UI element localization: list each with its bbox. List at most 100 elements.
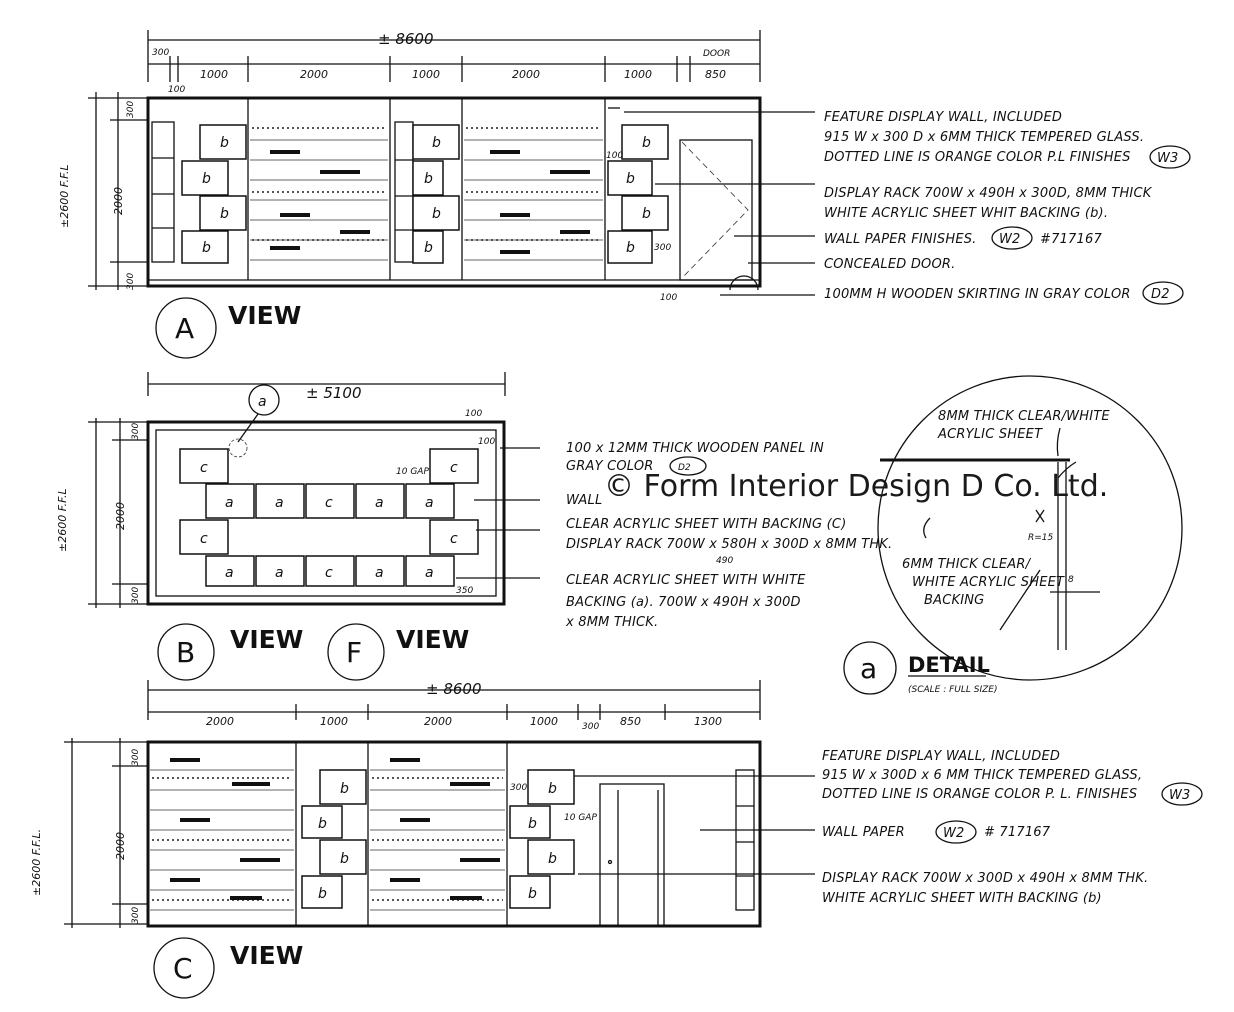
view-c-vdim-1: 2000 [114, 832, 127, 860]
view-b-vdim-0: 300 [131, 423, 141, 440]
view-c-rack-label: b [318, 816, 327, 832]
view-b-word: VIEW [230, 625, 303, 654]
view-a-dim-6: 1000 [624, 68, 652, 81]
view-b-vdim-2: 300 [131, 587, 141, 604]
view-c-rack [319, 839, 367, 875]
view-a-dim-2: 1000 [200, 68, 228, 81]
view-c-dim-6: 1300 [694, 715, 722, 728]
view-c-dim-4: 300 [582, 722, 599, 732]
detail-thickness: 8 [1068, 575, 1074, 585]
view-a-note: WHITE ACRYLIC SHEET WHIT BACKING (b). [824, 206, 1108, 221]
view-b-rack-label: a [225, 565, 234, 581]
view-a-rack [199, 124, 247, 160]
view-b-rack-label: c [200, 531, 208, 547]
view-b-rack-label: a [275, 565, 284, 581]
view-b-elevation: ± 5100 a ±2600 F.F.L 300 2000 300 c c a … [56, 372, 892, 681]
view-a-dim-4: 1000 [412, 68, 440, 81]
view-a-dim-3: 2000 [300, 68, 328, 81]
view-c-dim-1: 1000 [320, 715, 348, 728]
detail-scale: (SCALE : FULL SIZE) [908, 685, 998, 695]
view-b-rack-label: c [325, 565, 333, 581]
view-a-total-width: ± 8600 [378, 30, 434, 48]
view-a-door-label: DOOR [703, 49, 730, 59]
view-a-vdim-2: 300 [126, 273, 136, 290]
view-c-word: VIEW [230, 941, 303, 970]
view-a-dim-7: 850 [705, 68, 726, 81]
view-b-note: WALL [566, 493, 602, 508]
view-c-door [599, 783, 665, 927]
view-b-height: ±2600 F.F.L [56, 488, 69, 552]
view-c-rack-label: b [548, 851, 557, 867]
view-a-rack-label: b [642, 135, 651, 151]
view-b-rack [179, 448, 229, 484]
view-a-rack-label: b [432, 135, 441, 151]
view-a-rack [621, 195, 669, 231]
view-a-note: DISPLAY RACK 700W x 490H x 300D, 8MM THI… [824, 186, 1153, 201]
view-c-rack [301, 875, 343, 909]
detail-note: WHITE ACRYLIC SHEET [912, 575, 1065, 590]
view-a-rack-label: b [432, 206, 441, 222]
view-b-rack [179, 519, 229, 555]
view-b-side-dim: 350 [456, 586, 473, 596]
view-c-dim-2: 2000 [424, 715, 452, 728]
view-a-rack [412, 160, 444, 196]
view-a-marker [155, 297, 217, 359]
view-c-tag-w3: W3 [1169, 788, 1191, 803]
detail-letter: a [860, 652, 877, 685]
view-a-rack-label: b [202, 171, 211, 187]
view-a-note: DOTTED LINE IS ORANGE COLOR P.L FINISHES [824, 150, 1131, 165]
view-a-note: #717167 [1040, 232, 1102, 247]
copyright-watermark: © Form Interior Design D Co. Ltd. [604, 469, 1108, 504]
view-a-rack [607, 160, 653, 196]
view-a-rack-label: b [626, 171, 635, 187]
view-c-rack-label: b [528, 886, 537, 902]
view-a-rack [181, 230, 229, 264]
view-c-rack [509, 805, 551, 839]
view-a-word: VIEW [228, 301, 301, 330]
view-b-side-dim: 10 GAP [396, 467, 429, 477]
view-c-vdim-0: 300 [131, 749, 141, 766]
view-a-dim-1: 100 [168, 85, 185, 95]
view-b-side-dim: 100 [478, 437, 495, 447]
view-a-tag-w3: W3 [1157, 151, 1179, 166]
view-a-rack-label: b [220, 135, 229, 151]
view-c-dim-3: 1000 [530, 715, 558, 728]
view-b-rack-label: c [325, 495, 333, 511]
view-b-tag-d2: D2 [678, 463, 691, 473]
view-a-dim-5: 2000 [512, 68, 540, 81]
view-b-rack-row-mid [205, 483, 455, 519]
view-c-rack-label: b [340, 781, 349, 797]
view-c-height: ±2600 F.F.L. [30, 829, 43, 896]
view-f-marker [327, 623, 385, 681]
view-a-rack-label: b [202, 240, 211, 256]
view-c-rack-label: b [548, 781, 557, 797]
detail-note: 8MM THICK CLEAR/WHITE [938, 409, 1110, 424]
view-b-side-dim: 100 [465, 409, 482, 419]
view-c-rack [527, 839, 575, 875]
view-b-rack-row-bot [205, 555, 455, 587]
detail-a-marker [843, 641, 897, 695]
view-a-tag-w2: W2 [999, 232, 1021, 247]
view-c-rack-label: b [528, 816, 537, 832]
view-a-note: 100MM H WOODEN SKIRTING IN GRAY COLOR [824, 287, 1131, 302]
view-a-rack-label: b [424, 171, 433, 187]
view-b-rack-label: c [450, 460, 458, 476]
view-b-note: CLEAR ACRYLIC SHEET WITH WHITE [566, 573, 806, 588]
view-b-vdim-1: 2000 [114, 502, 127, 530]
view-a-side-dim: 100 [606, 151, 623, 161]
view-a-concealed-door [679, 139, 753, 281]
view-c-marker [153, 937, 215, 999]
view-b-rack-label: c [450, 531, 458, 547]
view-c-total-width: ± 8600 [426, 680, 482, 698]
view-c-note: DISPLAY RACK 700W x 300D x 490H x 8MM TH… [822, 871, 1148, 886]
view-c-note: 915 W x 300D x 6 MM THICK TEMPERED GLASS… [822, 768, 1142, 783]
view-c-note: WALL PAPER [822, 825, 905, 840]
view-c-vdim-2: 300 [131, 907, 141, 924]
view-b-rack [429, 448, 479, 484]
detail-word: DETAIL [908, 653, 990, 677]
view-a-rack [621, 124, 669, 160]
view-c-tag-w2: W2 [943, 826, 965, 841]
view-a-rack [412, 230, 444, 264]
view-c-letter: C [173, 952, 193, 985]
